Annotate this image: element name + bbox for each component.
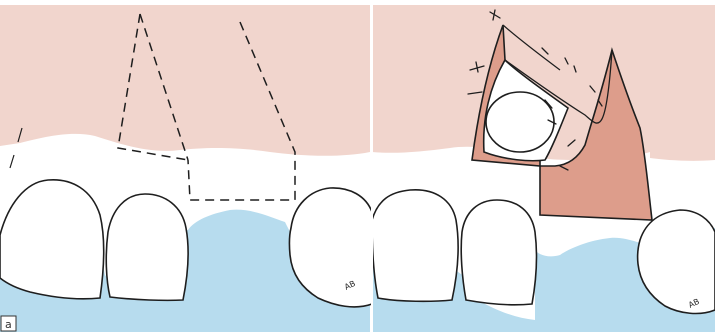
tooth-right-2 [461, 200, 536, 305]
panel-label: a [1, 316, 16, 331]
tooth-right-1 [372, 190, 458, 302]
panel-left: AB [0, 5, 372, 332]
exposed-root [486, 92, 554, 152]
tooth-left-1 [0, 180, 104, 299]
panel-right: AB [372, 5, 715, 332]
svg-text:a: a [5, 318, 12, 331]
tooth-left-2 [106, 194, 188, 300]
gingiva-left [0, 5, 370, 156]
